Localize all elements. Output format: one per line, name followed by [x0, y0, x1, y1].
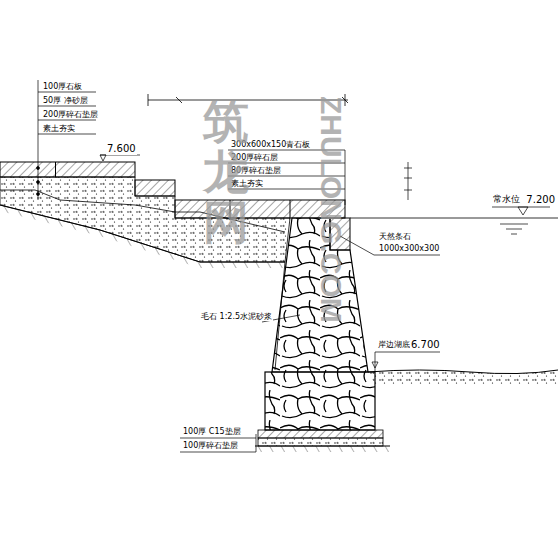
material-callout: 岸边湖底 [377, 340, 411, 349]
elevation-label: 6.700 [410, 339, 441, 351]
watermark: ZHULONG.COM [314, 96, 348, 323]
layer-callout: 200厚碎石垫层 [42, 110, 99, 119]
elevation-label: 7.200 [525, 194, 556, 206]
layer-callout: 50厚 净砂层 [42, 96, 89, 105]
layer-callout: 100厚 C15垫层 [182, 427, 242, 436]
dimension-label: 1000x300x300 [378, 244, 440, 253]
layer-callout: 100厚碎石垫层 [182, 441, 239, 450]
elevation-label: 7.600 [106, 143, 137, 155]
material-callout: 天然条石 [378, 232, 412, 241]
layer-callout: 素土夯实 [42, 124, 76, 133]
layer-callout: 100厚石板 [42, 82, 83, 91]
water-level-label: 常水位 [492, 194, 521, 204]
watermark: 筑龙网 [203, 96, 249, 248]
material-callout: 毛石 1:2.5水泥砂浆 [200, 312, 273, 321]
